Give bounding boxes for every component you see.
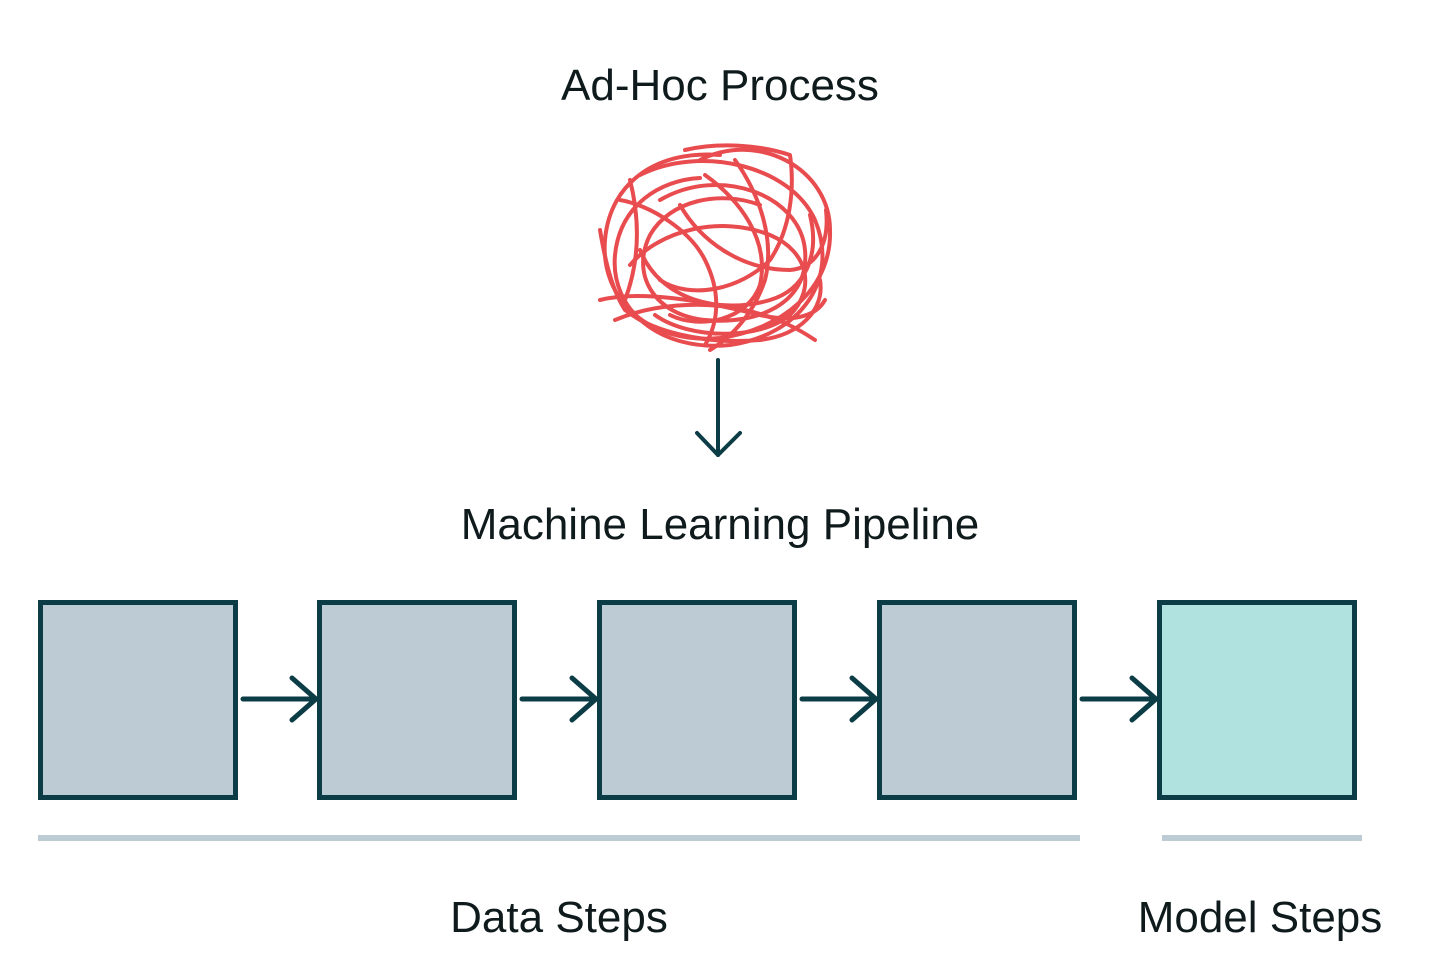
arrow-right-icon xyxy=(799,675,879,723)
data-steps-bracket xyxy=(38,835,1080,841)
arrow-right-icon xyxy=(240,675,319,723)
data-step-box xyxy=(597,600,797,800)
model-steps-label: Model Steps xyxy=(1137,893,1383,942)
data-step-box xyxy=(877,600,1077,800)
down-arrow-icon xyxy=(695,358,742,457)
data-step-box xyxy=(317,600,517,800)
data-step-box xyxy=(38,600,238,800)
step-connector-arrows xyxy=(240,675,1159,723)
arrow-right-icon xyxy=(1079,675,1159,723)
ad-hoc-process-title: Ad-Hoc Process xyxy=(561,61,879,110)
data-steps-label: Data Steps xyxy=(450,893,668,942)
arrow-right-icon xyxy=(519,675,599,723)
pipeline-title: Machine Learning Pipeline xyxy=(460,500,980,549)
model-steps-bracket xyxy=(1162,835,1362,841)
model-step-box xyxy=(1157,600,1357,800)
